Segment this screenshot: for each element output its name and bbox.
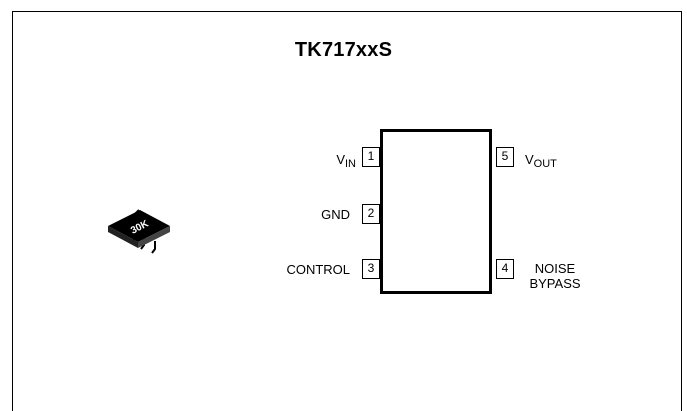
package-body-top (108, 210, 170, 242)
package-body-side-right (138, 226, 170, 248)
sot23-5-package-icon: 30K (108, 209, 170, 254)
pin-5-box: 5 (496, 147, 514, 167)
ic-body (380, 129, 492, 294)
package-body-side-left (108, 226, 138, 248)
pin-3-label: CONTROL (286, 262, 350, 277)
pin-4-label-line2: BYPASS (529, 276, 581, 291)
pin-3-box: 3 (362, 259, 380, 279)
pin-1-label-subscript: IN (345, 158, 356, 170)
part-title: TK717xxS (294, 39, 393, 61)
pin-4-label-line1: NOISE (534, 261, 576, 276)
pin-5-label-main: V (525, 152, 534, 167)
pin-1-label: VIN (316, 152, 356, 170)
pin-2-box: 2 (362, 204, 380, 224)
pin-5-label-subscript: OUT (533, 158, 557, 170)
pin-1-label-main: V (336, 152, 345, 167)
pin-5-label: VOUT (525, 152, 585, 170)
pin-4-box: 4 (496, 259, 514, 279)
pin-4-label: NOISE BYPASS (515, 261, 595, 291)
diagram-frame (12, 11, 682, 411)
pin-2-label: GND (321, 207, 350, 222)
pin-1-box: 1 (362, 147, 380, 167)
